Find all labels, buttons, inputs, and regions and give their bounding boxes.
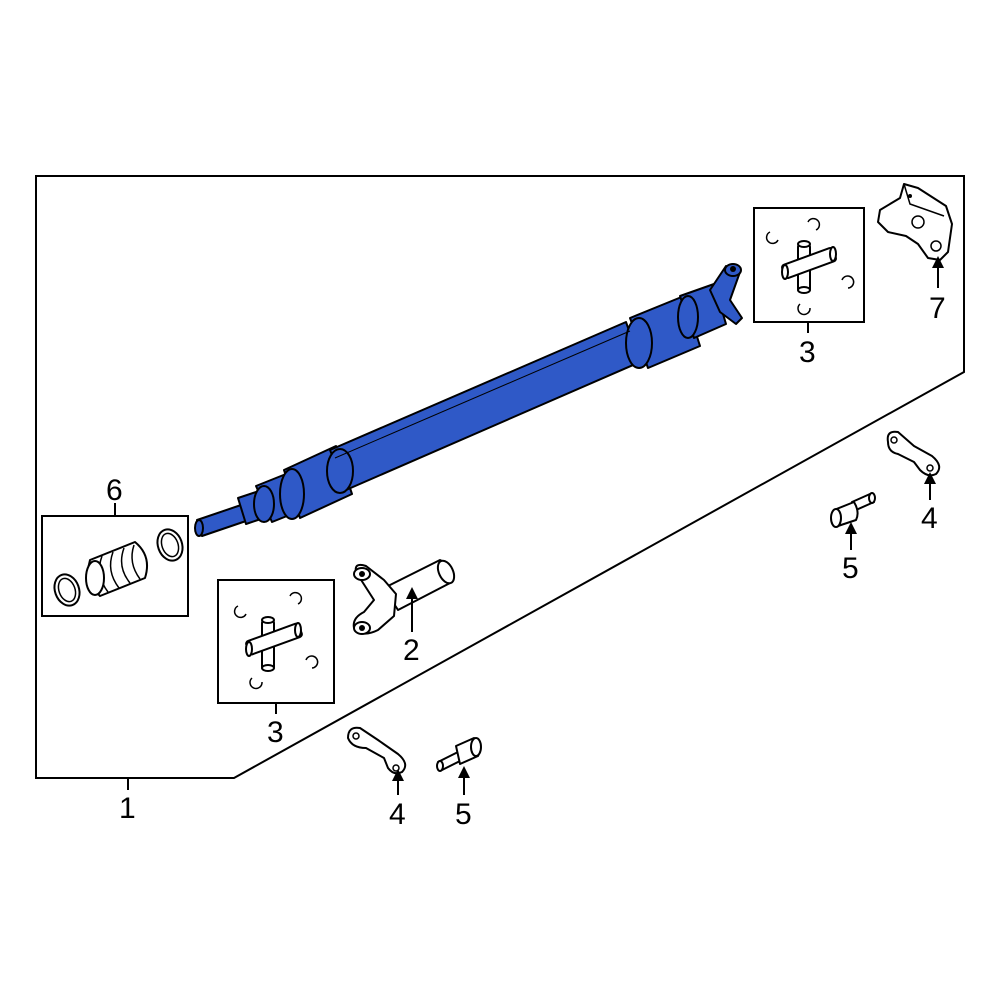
bolt-upper[interactable] [830,492,876,528]
callout-1: 1 [119,792,136,825]
slip-yoke[interactable] [352,558,458,635]
ujoint-kit-right[interactable] [765,217,855,316]
callout-3-right: 3 [799,336,816,369]
boot-kit[interactable] [50,526,186,609]
strap-lower[interactable] [347,726,407,775]
callout-5-upper: 5 [842,552,859,585]
assembly-outline [35,175,965,779]
callout-2: 2 [403,634,420,667]
drive-shaft[interactable] [194,263,743,537]
center-bracket[interactable] [877,183,953,261]
callout-4-lower: 4 [389,798,406,831]
callout-5-lower: 5 [455,798,472,831]
callout-7: 7 [929,292,946,325]
callout-6: 6 [106,474,123,507]
ujoint-kit-left[interactable] [233,591,319,690]
callout-4-upper: 4 [921,502,938,535]
bolt-lower[interactable] [436,737,482,772]
strap-upper[interactable] [886,430,941,477]
callout-3-left: 3 [267,716,284,749]
